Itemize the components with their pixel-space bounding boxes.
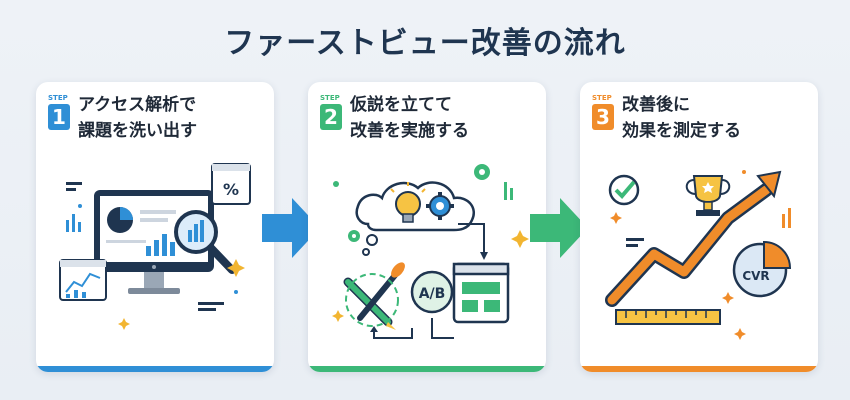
percent-text: % [223,180,239,199]
step-title: 仮説を立てて 改善を実施する [350,92,540,144]
step-title-line2: 課題を洗い出す [78,121,197,141]
check-circle-icon [608,174,640,206]
brush-icon [357,262,405,321]
cvr-pie-icon: CVR [732,240,792,298]
step-card-1: STEP 1 アクセス解析で 課題を洗い出す [36,82,274,372]
arrow-right-icon [262,198,320,258]
step-title-line1: 改善後に [622,95,690,115]
step-label: STEP [48,94,68,102]
ab-test-icon: A/B [410,270,454,314]
step-card-2: STEP 2 仮説を立てて 改善を実施する [308,82,546,372]
rising-arrow-icon [605,170,782,307]
bar-chart-icon [146,234,175,256]
page-title: ファーストビュー改善の流れ [224,26,626,61]
step-label: STEP [592,94,612,102]
step-title-line1: アクセス解析で [78,95,197,115]
arrow-right-icon [530,198,588,258]
dashboard-card-icon [59,259,107,301]
browser-window-icon [452,262,510,324]
step-title: アクセス解析で 課題を洗い出す [78,92,268,144]
measurement-illustration: CVR [605,170,792,340]
cvr-text: CVR [742,269,769,283]
pencil-icon [343,277,396,330]
step-title-line2: 改善を実施する [350,121,469,141]
step-accent-bar [308,366,546,372]
pie-chart-icon [107,207,133,233]
step-title-line2: 効果を測定する [622,121,741,141]
lightbulb-icon [390,182,426,223]
step-title: 改善後に 効果を測定する [622,92,812,144]
mini-bars-icon [66,214,81,232]
gear-icon [426,192,454,220]
step-accent-bar [36,366,274,372]
step-number: 1 [48,104,70,130]
gear-icon [348,164,490,242]
percent-card-icon: % [211,163,251,205]
magnifier-icon [174,210,236,274]
ab-text: A/B [419,286,446,302]
step-card-3: STEP 3 改善後に 効果を測定する CVR [580,82,818,372]
step-accent-bar [580,366,818,372]
step-label: STEP [320,94,340,102]
trophy-icon [685,175,731,216]
step-number: 3 [592,104,614,130]
step-number: 2 [320,104,342,130]
sparkle-icon [118,259,245,330]
hypothesis-illustration: A/B [332,164,529,339]
analytics-illustration: % [59,163,251,330]
ruler-icon [615,309,721,325]
step-title-line1: 仮説を立てて [350,95,452,115]
